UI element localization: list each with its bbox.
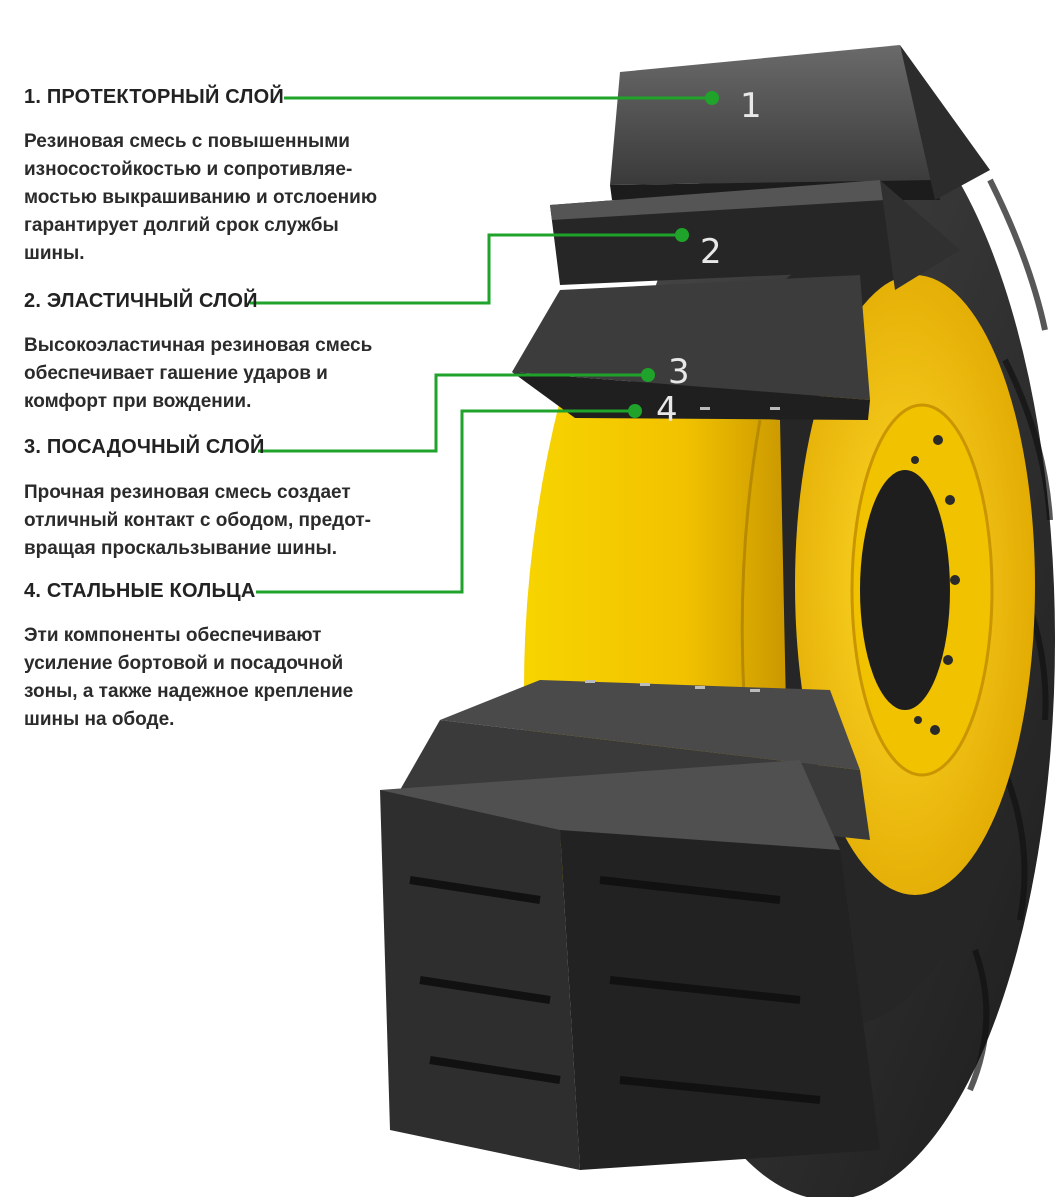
layer-description-4: Эти компоненты обеспечивают усиление бор… (24, 622, 424, 734)
layer-title-1: 1. ПРОТЕКТОРНЫЙ СЛОЙ (24, 86, 284, 108)
description-line: усиление бортовой и посадочной (24, 653, 344, 674)
leader-lines (250, 96, 712, 594)
leader-line-3 (258, 373, 648, 453)
description-line: шины. (24, 243, 85, 264)
leader-dot-2 (675, 228, 689, 242)
leader-dot-1 (705, 91, 719, 105)
layer-description-1: Резиновая смесь с повышенными износостой… (24, 128, 424, 268)
description-line: мостью выкрашиванию и отслоению (24, 187, 378, 208)
description-line: шины на ободе. (24, 709, 175, 730)
layer-tread-block (610, 45, 990, 200)
description-line: Прочная резиновая смесь создает (24, 482, 351, 503)
description-line: износостойкостью и сопротивляе- (24, 159, 353, 180)
layer-title-4: 4. СТАЛЬНЫЕ КОЛЬЦА (24, 580, 256, 602)
description-line: комфорт при вождении. (24, 391, 252, 412)
layer-title-2: 2. ЭЛАСТИЧНЫЙ СЛОЙ (24, 290, 258, 312)
lower-tread-block (380, 680, 880, 1170)
leader-line-4 (256, 409, 635, 594)
description-line: Резиновая смесь с повышенными (24, 131, 350, 152)
layer-number-2: 2 (700, 232, 722, 272)
description-line: обеспечивает гашение ударов и (24, 363, 328, 384)
rim-disc (795, 275, 1035, 895)
leader-line-2 (250, 233, 682, 305)
description-line: отличный контакт с ободом, предот- (24, 510, 371, 531)
description-line: Высокоэластичная резиновая смесь (24, 335, 373, 356)
layer-elastic-block (550, 180, 960, 290)
layer-title-3: 3. ПОСАДОЧНЫЙ СЛОЙ (24, 436, 265, 458)
leader-dot-4 (628, 404, 642, 418)
layer-number-3: 3 (668, 352, 690, 392)
description-line: вращая проскальзывание шины. (24, 538, 338, 559)
leader-dot-3 (641, 368, 655, 382)
layer-description-3: Прочная резиновая смесь создает отличный… (24, 479, 424, 563)
layer-description-2: Высокоэластичная резиновая смесь обеспеч… (24, 332, 424, 416)
layer-number-1: 1 (740, 86, 762, 126)
description-line: зоны, а также надежное крепление (24, 681, 354, 702)
layer-number-4: 4 (656, 390, 678, 430)
description-line: гарантирует долгий срок службы (24, 215, 339, 236)
layer-seating-block (512, 275, 870, 420)
description-line: Эти компоненты обеспечивают (24, 625, 322, 646)
